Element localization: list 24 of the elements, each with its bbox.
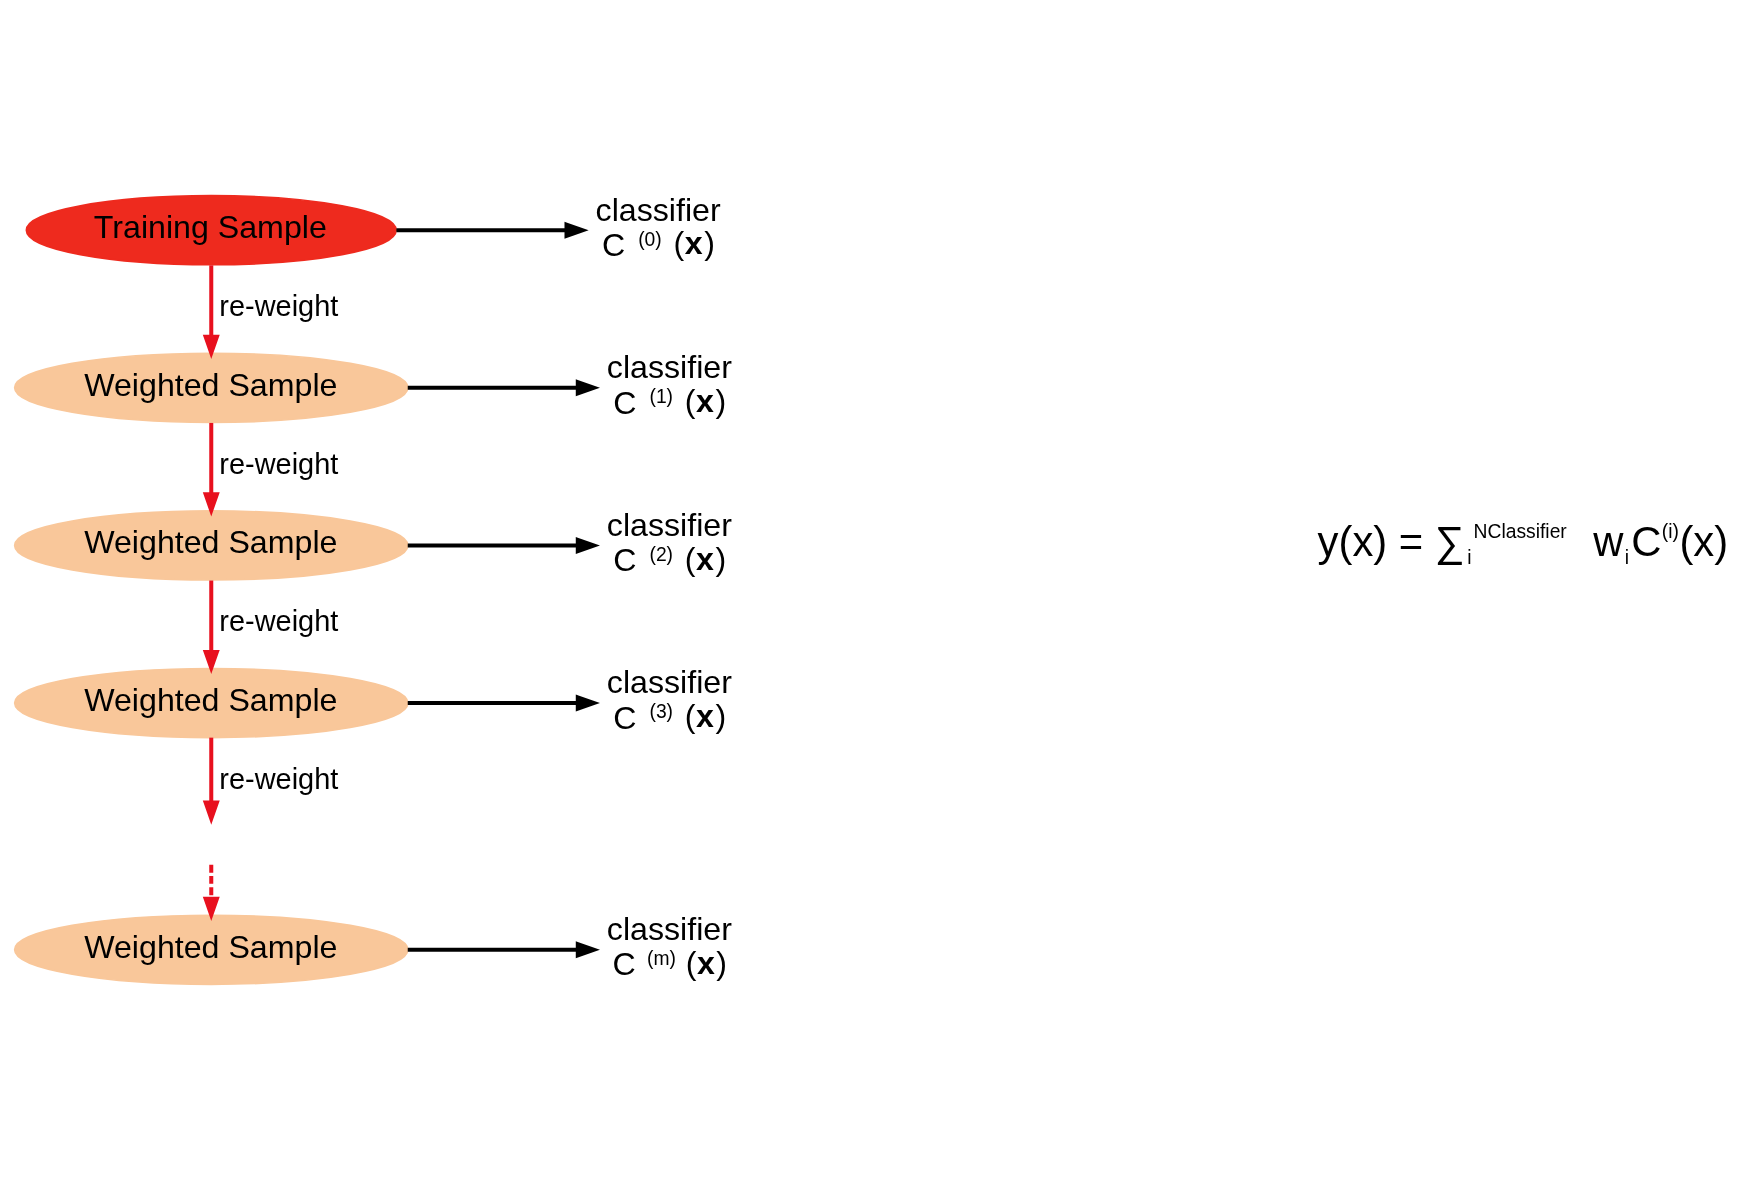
node-text: classifier C(0)(x) xyxy=(595,191,721,263)
node-text: classifier C(m)(x) xyxy=(606,910,732,982)
arrow xyxy=(202,864,220,921)
node-ellipse: Weighted Sample xyxy=(13,913,409,985)
arrow xyxy=(202,737,220,825)
arrow xyxy=(202,264,220,359)
node-ellipse: Weighted Sample xyxy=(13,509,409,581)
node-text: classifier C(3)(x) xyxy=(606,663,732,736)
arrow xyxy=(202,422,220,516)
arrow xyxy=(407,536,600,554)
node-text: classifier C(2)(x) xyxy=(606,506,732,578)
node-ellipse: Weighted Sample xyxy=(13,667,409,738)
edge-label: re-weight xyxy=(219,762,339,795)
edge-label: re-weight xyxy=(219,289,339,322)
edge-label: re-weight xyxy=(219,604,339,637)
node-text: classifier C(1)(x) xyxy=(606,348,732,421)
arrow xyxy=(202,580,220,674)
arrow xyxy=(396,221,589,239)
node-ellipse: Weighted Sample xyxy=(13,351,409,423)
arrow xyxy=(407,694,600,711)
node-ellipse: Training Sample xyxy=(25,194,397,266)
arrow xyxy=(407,940,600,958)
arrow xyxy=(407,378,600,396)
edge-label: re-weight xyxy=(219,447,339,480)
